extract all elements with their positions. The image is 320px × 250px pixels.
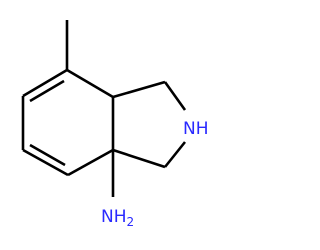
amine-hydrogen-count: 2 [127, 215, 135, 229]
amine-label: NH2 [101, 207, 134, 229]
bond-n2-c1 [163, 141, 187, 168]
bond-c7-c6 [22, 68, 68, 98]
amine-nitrogen-symbol: N [101, 207, 114, 227]
bond-c5-c4 [22, 148, 69, 177]
bond-c3a-c3 [112, 80, 166, 99]
bond-c7-c6-double [29, 79, 65, 103]
bond-c7-c3a [66, 68, 114, 99]
ring-nitrogen-symbol: N [183, 119, 196, 139]
bond-c1-c7a [112, 148, 166, 169]
amine-hydrogen-symbol: H [114, 207, 127, 227]
ring-nitrogen-hydrogen: H [196, 119, 209, 139]
bond-group [21, 20, 187, 197]
ring-nitrogen-label: NH [183, 119, 209, 139]
bond-c4-c7a [67, 148, 114, 177]
molecule-structure-diagram: NH NH2 [21, 20, 209, 229]
bond-c3-n2 [163, 81, 187, 111]
bond-c5-c4-double [29, 143, 66, 167]
